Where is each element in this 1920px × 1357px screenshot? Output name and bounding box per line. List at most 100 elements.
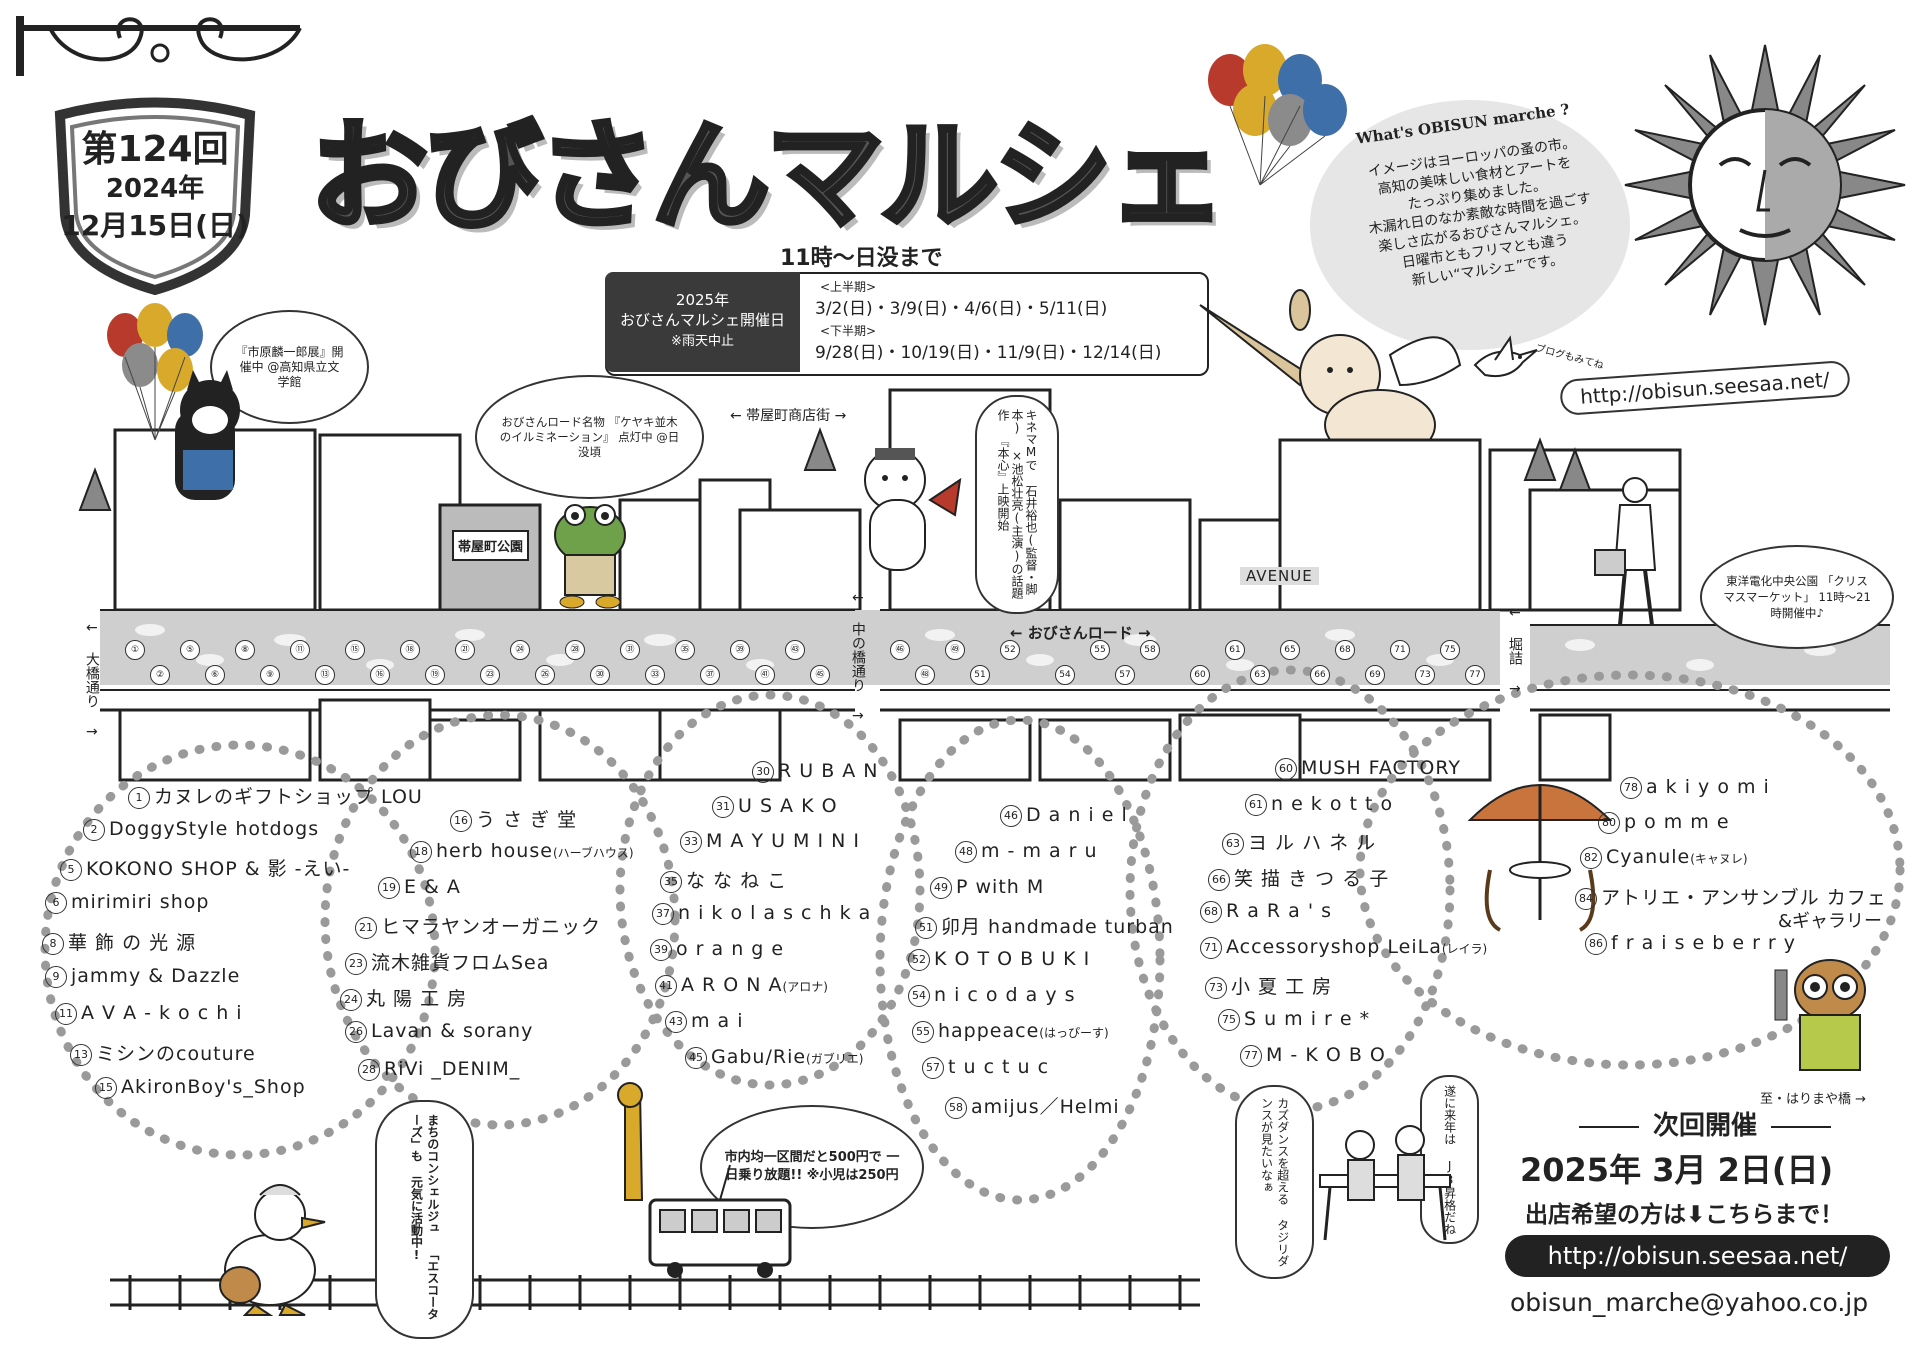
bird-icon — [1473, 335, 1538, 378]
walking-woman-icon — [1594, 477, 1657, 626]
stall-number: ⑨ — [260, 665, 280, 685]
stall-number: ㉓ — [480, 665, 500, 685]
stall-number: 77 — [1465, 665, 1485, 685]
stall-number: ㊻ — [890, 640, 910, 660]
vendor-item-subline: &ギャラリー — [1778, 911, 1883, 932]
duck-icon — [219, 1184, 326, 1316]
edition-badge-shield — [54, 97, 256, 295]
stall-number: 68 — [1335, 640, 1355, 660]
stall-number: 60 — [1190, 665, 1210, 685]
cat-with-balloons-icon — [107, 303, 240, 500]
parasol-icon — [1467, 784, 1613, 932]
obisun-road-label: ← おびさんロード → — [1010, 624, 1151, 642]
stall-number: 75 — [1440, 640, 1460, 660]
stall-number: 63 — [1250, 665, 1270, 685]
balloon-icon — [1208, 44, 1347, 186]
stall-number: 52 — [1000, 640, 1020, 660]
schedule-title-text: おびさんマルシェ開催日 — [619, 311, 785, 329]
stall-number: 65 — [1280, 640, 1300, 660]
illumination-callout: おびさんロード名物 『ケヤキ並木のイルミネーション』 点灯中 @日没頃 — [475, 375, 704, 499]
stall-number: 69 — [1365, 665, 1385, 685]
stall-number: ㉖ — [535, 665, 555, 685]
next-url-link[interactable]: http://obisun.seesaa.net/ — [1505, 1235, 1890, 1277]
stall-number: ⑱ — [400, 640, 420, 660]
schedule-title-year: 2025年 — [675, 291, 730, 309]
stall-number: ㉚ — [590, 665, 610, 685]
stall-number: ⑤ — [180, 640, 200, 660]
stall-number: ㊸ — [785, 640, 805, 660]
stall-number: 54 — [1055, 665, 1075, 685]
cinema-callout: キネマMで 石井裕也(監督・脚本) ×池松壮亮(主演)の話題作 『本心』上映開始 — [975, 395, 1059, 614]
ohashi-label: ← 大橋通り → — [83, 620, 100, 740]
dance-callout: カズダンスを超える タジリダンスが見たいなぁ — [1235, 1085, 1314, 1279]
stall-number: 71 — [1390, 640, 1410, 660]
stall-number: ① — [125, 640, 145, 660]
owl-icon — [1774, 959, 1866, 1071]
contact-email-link[interactable]: obisun_marche@yahoo.co.jp — [1510, 1288, 1869, 1317]
stall-number: 57 — [1115, 665, 1135, 685]
stall-number: 55 — [1090, 640, 1110, 660]
concierge-callout: まちのコンシェルジュ 「エスコーターズ」も 元気に活動中! — [375, 1100, 474, 1339]
stall-number: ㉔ — [510, 640, 530, 660]
nakanohashi-label: ← 中の橋通り → — [849, 590, 866, 724]
about-bubble — [1310, 100, 1630, 350]
next-event-date: 2025年 3月 2日(日) — [1520, 1151, 1834, 1189]
stall-number: 58 — [1140, 640, 1160, 660]
stall-number: ⑥ — [205, 665, 225, 685]
schedule-second-half-dates: 9/28(日)・10/19(日)・11/9(日)・12/14(日) — [815, 343, 1162, 363]
stall-number: ㊺ — [810, 665, 830, 685]
stall-number: ㉝ — [645, 665, 665, 685]
stall-number: ㉟ — [675, 640, 695, 660]
event-hours: 11時〜日没まで — [780, 246, 943, 271]
page-title: おびさんマルシェ — [307, 105, 1228, 248]
stall-number: 66 — [1310, 665, 1330, 685]
stall-number: ⑪ — [290, 640, 310, 660]
stall-number: ㉛ — [620, 640, 640, 660]
schedule-title-block: 2025年 おびさんマルシェ開催日 ※雨天中止 — [605, 272, 800, 372]
bench-people-icon — [1319, 1125, 1451, 1241]
park-sign: 帯屋町公園 — [452, 530, 530, 561]
apply-note: 出店希望の方は⬇こちらまで！ — [1525, 1202, 1844, 1228]
stall-number: ⑲ — [425, 665, 445, 685]
stall-number: ② — [150, 665, 170, 685]
bear-icon — [864, 448, 962, 571]
tram-icon — [617, 1082, 792, 1278]
stall-number: ㉑ — [455, 640, 475, 660]
frog-icon — [554, 504, 626, 609]
stall-number: ⑮ — [345, 640, 365, 660]
stall-number: ⑧ — [235, 640, 255, 660]
stall-number: ㊴ — [730, 640, 750, 660]
next-event-heading: 次回開催 — [1530, 1105, 1880, 1142]
edition-year: 2024年 — [105, 174, 205, 204]
